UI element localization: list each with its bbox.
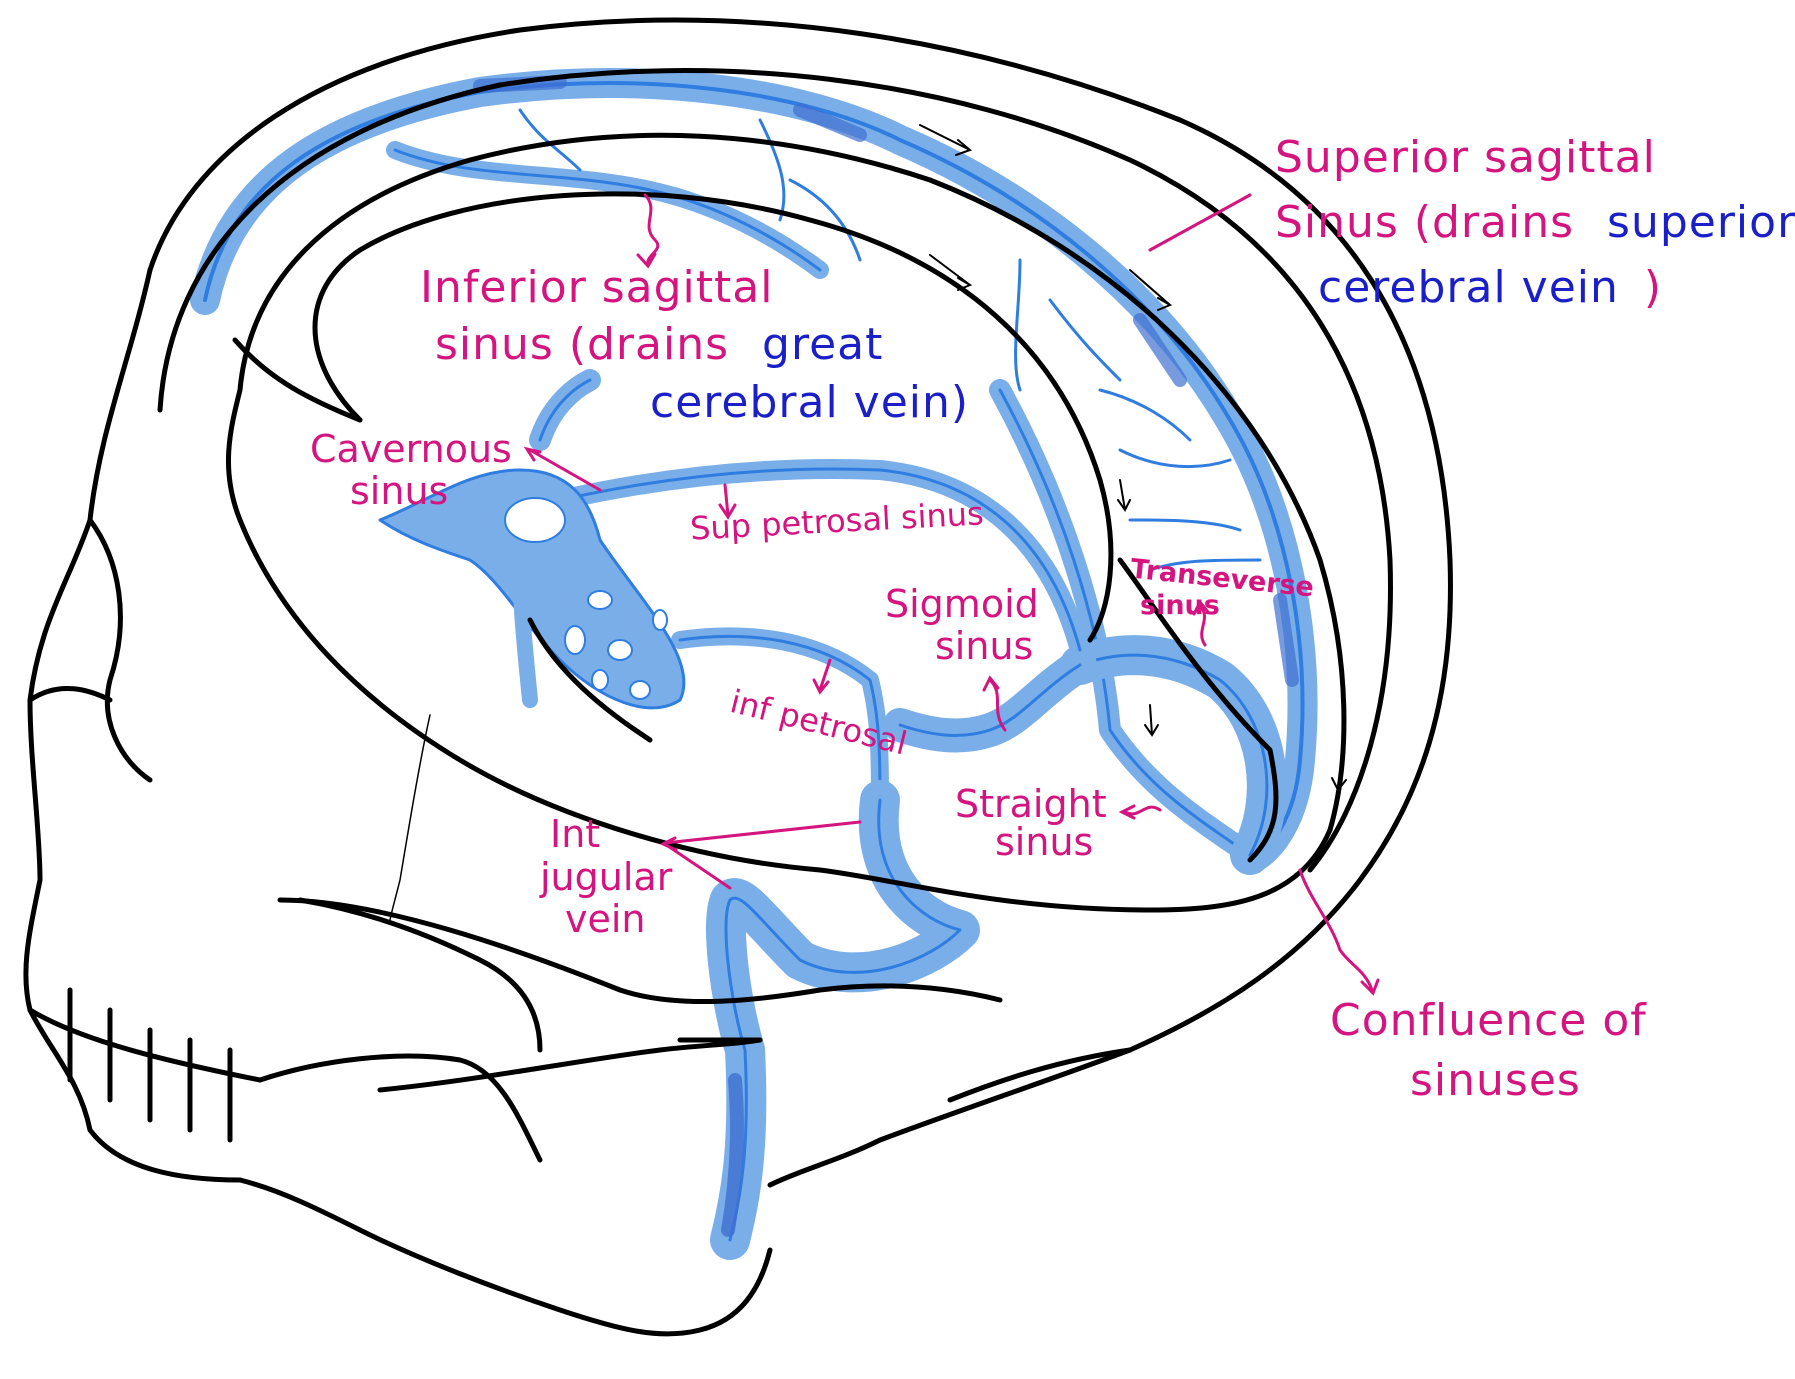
inferior-sagittal-label-drains: sinus (drains [435, 319, 729, 370]
superior-cerebral-vein-text: cerebral vein [1318, 262, 1619, 313]
inf-petrosal-pointer [814, 660, 830, 692]
inferior-sagittal-pointer [638, 195, 658, 266]
sigmoid-sinus [900, 665, 1080, 735]
confluence-label-line2: sinuses [1410, 1058, 1581, 1104]
superior-sagittal-pointer [1150, 195, 1250, 250]
inferior-sagittal-label-line1: Inferior sagittal [420, 265, 773, 311]
internal-jugular-vein [726, 800, 960, 1240]
straight-pointer [1122, 806, 1160, 818]
confluence-label-line1: Confluence of [1330, 998, 1647, 1044]
cavernous-label-line2: sinus [350, 472, 448, 512]
straight-label-line2: sinus [995, 823, 1093, 863]
great-cerebral-vein-text: cerebral vein) [650, 380, 969, 426]
jugular-pointer [663, 822, 860, 888]
sinus-network [205, 82, 1302, 1240]
transverse-label-line2: sinus [1140, 592, 1220, 620]
sigmoid-label-line2: sinus [935, 627, 1033, 667]
superior-sagittal-label-line3: cerebral vein ) [1318, 265, 1662, 311]
inferior-sagittal-label-great: great [762, 319, 883, 370]
int-jugular-label-line3: vein [565, 900, 646, 940]
int-jugular-label-line2: jugular [540, 858, 672, 898]
straight-label-line1: Straight [955, 785, 1107, 825]
inferior-sagittal-label-line2: sinus (drains great [435, 322, 883, 368]
superior-sagittal-label-line1: Superior sagittal [1275, 135, 1656, 181]
sigmoid-label-line1: Sigmoid [885, 585, 1039, 625]
superior-sagittal-label-line2: Sinus (drains superior [1275, 200, 1795, 246]
superior-sagittal-close-paren: ) [1644, 262, 1662, 313]
superior-sagittal-label-superior: superior [1607, 197, 1795, 248]
int-jugular-label-line1: Int [550, 815, 600, 855]
cavernous-label-line1: Cavernous [310, 430, 512, 470]
superior-sagittal-label-drains: Sinus (drains [1275, 197, 1574, 248]
